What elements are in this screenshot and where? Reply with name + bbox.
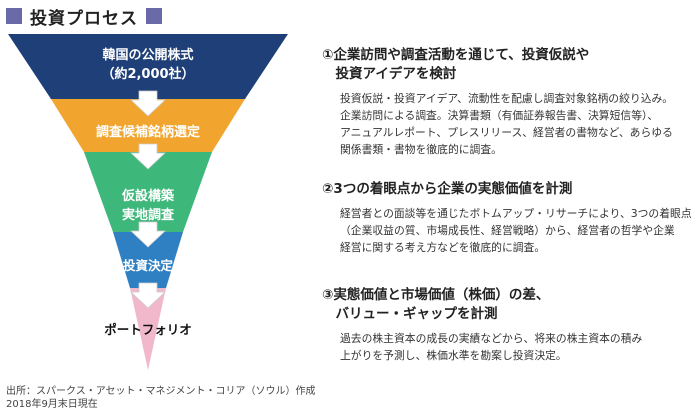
step-1-heading-line-2: 投資アイデアを検討: [322, 66, 457, 82]
funnel-band-4: [113, 232, 183, 288]
step-1-body-line: 企業訪問による調査。決算書類（有価証券報告書、決算短信等）、: [340, 109, 659, 122]
step-1-heading-line-1: ①企業訪問や調査活動を通じて、投資仮説や: [322, 47, 590, 63]
funnel-band-5: [130, 288, 166, 370]
stage-4-label: 投資決定: [123, 258, 174, 273]
stage-3-line-2: 実地調査: [122, 207, 175, 223]
stage-1-line-2: （約2,000社）: [101, 66, 194, 82]
step-2-body: 経営者との面談等を通じたボトムアップ・リサーチにより、3つの着眼点 （企業収益の…: [322, 205, 694, 256]
step-1-body-line: 関係書類・書物を徹底的に調査。: [340, 143, 502, 156]
step-3-body: 過去の株主資本の成長の実績などから、将来の株主資本の積み 上がりを予測し、株価水…: [322, 330, 694, 364]
step-2-heading: ②3つの着眼点から企業の実態価値を計測: [322, 181, 573, 197]
page-header: 投資プロセス: [6, 4, 162, 29]
step-3-heading-line-1: ③実態価値と市場価値（株価）の差、: [322, 287, 550, 303]
step-3: ③実態価値と市場価値（株価）の差、 バリュー・ギャップを計測 過去の株主資本の成…: [322, 286, 694, 364]
stage-1-line-1: 韓国の公開株式: [102, 47, 193, 63]
funnel-band-3: [84, 152, 212, 232]
step-1-body-line: アニュアルレポート、プレスリリース、経営者の書物など、あらゆる: [340, 126, 673, 139]
step-1-body-line: 投資仮説・投資アイデア、流動性を配慮し調査対象銘柄の絞り込み。: [340, 92, 674, 105]
down-arrow-icon: [129, 143, 167, 170]
investment-funnel: 韓国の公開株式 （約2,000社） 調査候補銘柄選定 仮設構築 実地調査 投資決…: [8, 34, 288, 370]
step-1-body: 投資仮説・投資アイデア、流動性を配慮し調査対象銘柄の絞り込み。 企業訪問による調…: [322, 90, 694, 158]
step-3-heading-line-2: バリュー・ギャップを計測: [322, 306, 498, 322]
down-arrow-icon: [129, 221, 167, 248]
funnel-band-2: [51, 99, 245, 152]
step-2-body-line: 経営者との面談等を通じたボトムアップ・リサーチにより、3つの着眼点: [340, 207, 692, 220]
step-3-body-line: 上がりを予測し、株価水準を勘案し投資決定。: [340, 349, 567, 362]
source-line-2: 2018年9月末日現在: [6, 399, 98, 410]
step-2-body-line: 経営に関する考え方などを徹底的に調査。: [340, 241, 546, 254]
stage-3-line-1: 仮設構築: [121, 188, 175, 204]
step-3-body-line: 過去の株主資本の成長の実績などから、将来の株主資本の積み: [340, 332, 643, 345]
funnel-band-1: [8, 34, 288, 99]
step-2: ②3つの着眼点から企業の実態価値を計測 経営者との面談等を通じたボトムアップ・リ…: [322, 180, 694, 256]
source-line-1: 出所：スパークス・アセット・マネジメント・コリア（ソウル）作成: [6, 386, 316, 397]
step-2-body-line: （企業収益の質、市場成長性、経営戦略）から、経営者の哲学や企業: [340, 224, 675, 237]
step-1: ①企業訪問や調査活動を通じて、投資仮説や 投資アイデアを検討 投資仮説・投資アイ…: [322, 46, 694, 158]
source-note: 出所：スパークス・アセット・マネジメント・コリア（ソウル）作成 2018年9月末…: [6, 385, 316, 411]
header-square-left: [6, 8, 22, 24]
page-title: 投資プロセス: [30, 8, 138, 29]
stage-5-label: ポートフォリオ: [104, 322, 192, 337]
down-arrow-icon: [129, 282, 167, 309]
header-square-right: [146, 8, 162, 24]
stage-2-label: 調査候補銘柄選定: [96, 124, 200, 140]
down-arrow-icon: [129, 90, 167, 117]
